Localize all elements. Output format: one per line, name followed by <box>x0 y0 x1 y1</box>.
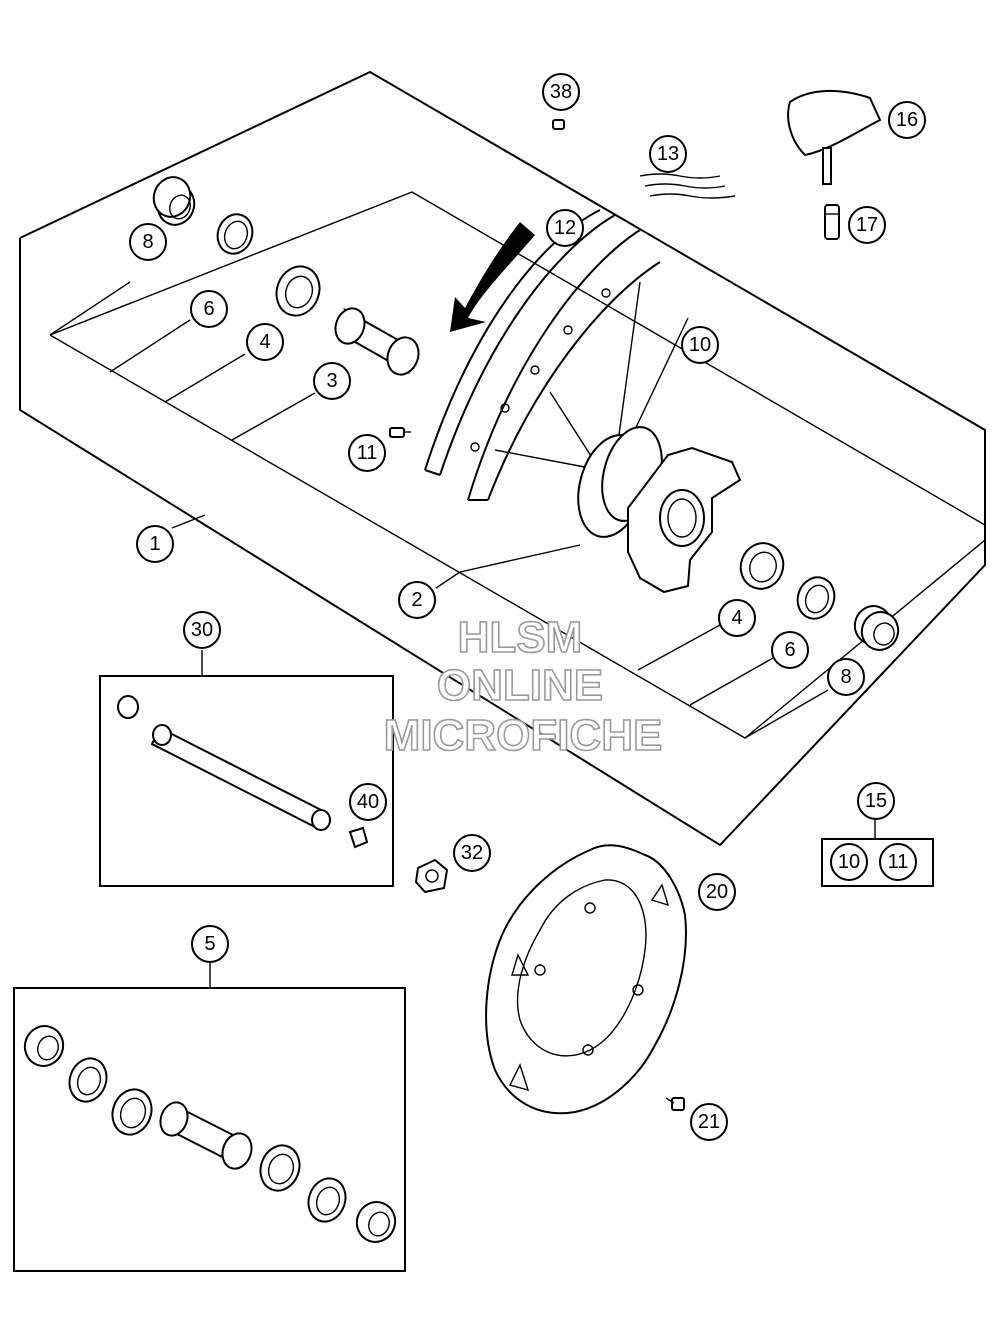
callout-20[interactable]: 20 <box>698 873 736 911</box>
svg-text:10: 10 <box>838 851 860 873</box>
spacer-8-left <box>152 176 196 226</box>
callout-38[interactable]: 38 <box>542 73 580 111</box>
svg-text:2: 2 <box>411 589 422 611</box>
callout-4-right[interactable]: 4 <box>718 599 756 637</box>
screw-11 <box>389 427 411 438</box>
svg-text:4: 4 <box>259 331 270 353</box>
callout-17[interactable]: 17 <box>848 206 886 244</box>
callout-11[interactable]: 11 <box>348 434 386 472</box>
callout-8-right[interactable]: 8 <box>827 658 865 696</box>
svg-text:11: 11 <box>888 851 909 873</box>
callout-3[interactable]: 3 <box>313 362 351 400</box>
svg-text:10: 10 <box>689 334 711 356</box>
rim-lock-16 <box>787 90 882 185</box>
wheel-rim-12 <box>424 209 661 501</box>
watermark-line-3: MICROFICHE <box>384 711 663 760</box>
callout-2[interactable]: 2 <box>398 581 436 619</box>
svg-text:11: 11 <box>357 442 378 464</box>
callout-4-left[interactable]: 4 <box>246 323 284 361</box>
wheel-hub-2 <box>577 426 742 594</box>
callout-15-10[interactable]: 10 <box>830 843 868 881</box>
callout-6-left[interactable]: 6 <box>190 290 228 328</box>
callout-6-right[interactable]: 6 <box>771 631 809 669</box>
box-spoke-set-15 <box>821 838 934 887</box>
svg-text:12: 12 <box>554 217 576 239</box>
spacer-sleeve-3 <box>334 307 420 376</box>
svg-text:15: 15 <box>865 790 887 812</box>
watermark-line-2: ONLINE <box>437 661 603 710</box>
screw-21 <box>665 1097 685 1111</box>
box-axle-30 <box>99 675 394 887</box>
svg-text:8: 8 <box>142 231 153 253</box>
svg-text:3: 3 <box>326 370 337 392</box>
callout-15-11[interactable]: 11 <box>879 843 917 881</box>
callout-10[interactable]: 10 <box>681 326 719 364</box>
bearing-4-right <box>739 542 785 590</box>
svg-text:30: 30 <box>191 619 213 641</box>
rim-band-13 <box>639 173 736 199</box>
callout-13[interactable]: 13 <box>649 135 687 173</box>
callout-40[interactable]: 40 <box>349 783 387 821</box>
bearing-4-left <box>275 265 321 317</box>
assembly-bracket-wheel <box>19 70 986 847</box>
callout-15[interactable]: 15 <box>857 782 895 820</box>
callout-8-left[interactable]: 8 <box>129 223 167 261</box>
leader-lines <box>49 281 876 988</box>
callout-12[interactable]: 12 <box>546 209 584 247</box>
valve-cap-38 <box>552 119 565 130</box>
rotation-arrow <box>450 222 535 332</box>
svg-text:40: 40 <box>357 791 379 813</box>
svg-text:13: 13 <box>657 143 679 165</box>
svg-text:17: 17 <box>856 214 878 236</box>
svg-text:32: 32 <box>461 842 483 864</box>
svg-text:6: 6 <box>203 298 214 320</box>
svg-text:5: 5 <box>204 933 215 955</box>
callout-5[interactable]: 5 <box>191 925 229 963</box>
svg-text:21: 21 <box>698 1111 720 1133</box>
svg-text:38: 38 <box>550 81 572 103</box>
brake-disc-20 <box>485 844 687 1115</box>
callout-21[interactable]: 21 <box>690 1103 728 1141</box>
box-bearing-kit-5 <box>13 987 406 1272</box>
svg-text:8: 8 <box>840 666 851 688</box>
nut-32 <box>414 858 449 894</box>
watermark: HLSM ONLINE MICROFICHE <box>383 612 663 761</box>
spacer-8-right <box>853 605 900 651</box>
svg-text:20: 20 <box>706 881 728 903</box>
nut-17 <box>824 204 840 240</box>
seal-6-left <box>216 213 254 255</box>
callout-1[interactable]: 1 <box>136 525 174 563</box>
svg-text:6: 6 <box>784 639 795 661</box>
callout-30[interactable]: 30 <box>183 611 221 649</box>
callout-16[interactable]: 16 <box>888 101 926 139</box>
svg-text:16: 16 <box>896 109 918 131</box>
seal-6-right <box>796 576 836 620</box>
watermark-line-1: HLSM <box>458 613 583 662</box>
svg-text:4: 4 <box>731 607 742 629</box>
callout-32[interactable]: 32 <box>453 834 491 872</box>
svg-text:1: 1 <box>149 533 160 555</box>
